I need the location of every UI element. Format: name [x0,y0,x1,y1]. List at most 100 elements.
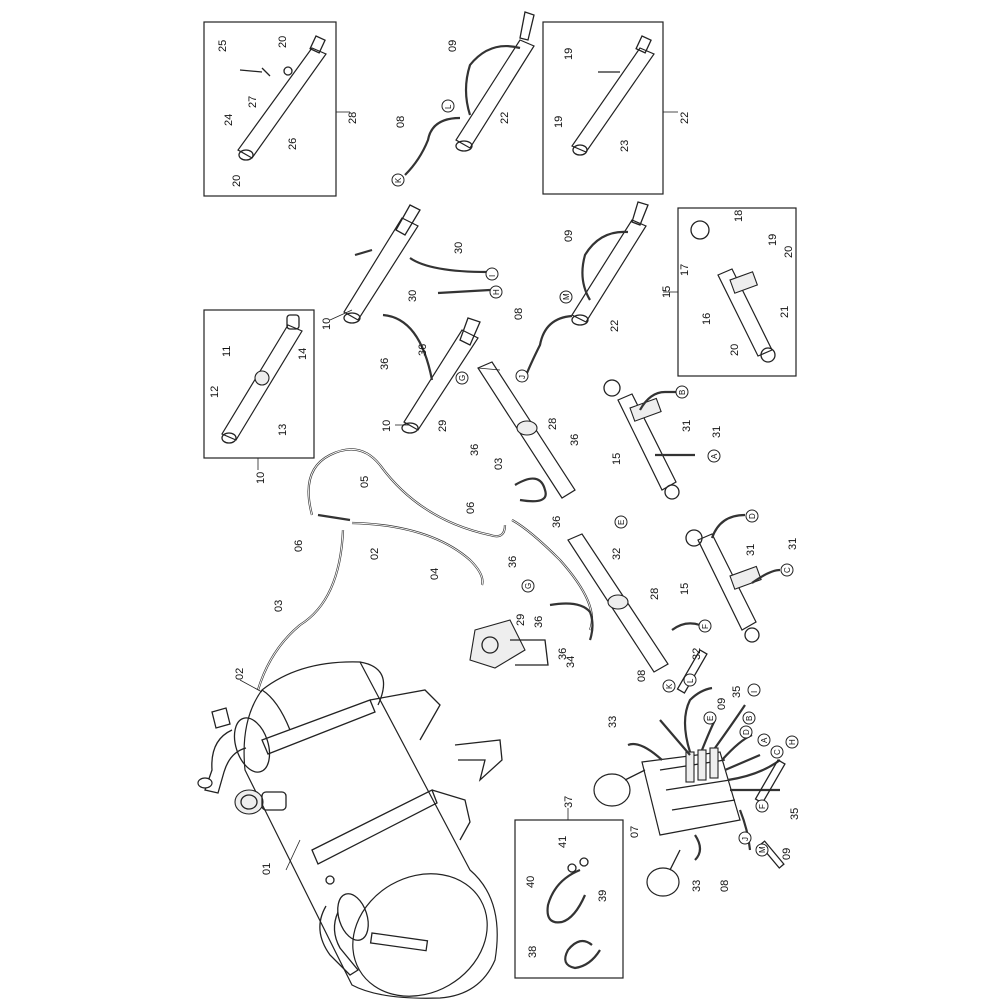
connector-F: F [755,799,769,813]
connector-B: B [742,711,756,725]
callout-08: 08 [513,308,525,320]
connector-D: D [745,509,759,523]
svg-text:D: D [748,513,757,519]
callout-36: 36 [417,344,429,356]
detail-28-inset [237,35,327,161]
svg-text:I: I [488,275,497,277]
connector-I: I [747,683,761,697]
callout-38: 38 [527,946,539,958]
callout-40: 40 [525,876,537,888]
callout-03: 03 [493,458,505,470]
detail-10-inset [221,314,303,444]
connector-E: E [614,515,628,529]
callout-04: 04 [429,568,441,580]
callout-13: 13 [277,424,289,436]
part-callouts: 01 02 02 03 03 04 05 06 06 07 08 08 08 0… [209,36,801,958]
svg-text:K: K [665,683,674,689]
svg-text:J: J [741,837,750,841]
svg-text:A: A [710,453,719,459]
callout-05: 05 [359,476,371,488]
callout-35: 35 [731,686,743,698]
control-valve [593,649,786,897]
svg-text:C: C [773,749,782,755]
connector-H: H [785,735,799,749]
callout-31: 31 [681,420,693,432]
callout-29: 29 [515,614,527,626]
callout-09: 09 [563,230,575,242]
callout-30: 30 [407,290,419,302]
detail-box-28 [203,21,337,197]
callout-23: 23 [619,140,631,152]
svg-text:K: K [394,177,403,183]
svg-text:H: H [492,289,501,295]
hose-set [256,448,594,691]
connector-J: J [738,831,752,845]
gear-pump [469,602,594,669]
callout-10: 10 [255,472,267,484]
connector-G: G [455,371,469,385]
svg-text:A: A [760,737,769,743]
callout-31: 31 [745,544,757,556]
callout-22: 22 [499,112,511,124]
callout-31: 31 [787,538,799,550]
cylinder-upper-pair [343,204,576,499]
detail-box-37 [514,819,624,979]
connector-L: L [683,673,697,687]
callout-22: 22 [609,320,621,332]
connector-J: J [515,369,529,383]
callout-11: 11 [221,346,233,357]
callout-36: 36 [379,358,391,370]
connector-D: D [739,725,753,739]
detail-22-inset [571,35,655,156]
callout-28: 28 [649,588,661,600]
callout-01: 01 [261,863,273,875]
svg-text:E: E [706,716,715,721]
callout-07: 07 [629,826,641,838]
callout-10: 10 [381,420,393,432]
svg-text:I: I [750,691,759,693]
callout-36: 36 [533,616,545,628]
callout-09: 09 [716,698,728,710]
callout-19: 19 [553,116,565,128]
callout-37: 37 [563,796,575,808]
callout-36: 36 [507,556,519,568]
callout-20: 20 [231,175,243,187]
callout-33: 33 [691,880,703,892]
connector-E: E [703,711,717,725]
hydraulic-tank [197,661,503,999]
callout-32: 32 [611,548,623,560]
callout-15: 15 [679,583,691,595]
connector-M: M [755,843,769,857]
callout-26: 26 [287,138,299,150]
callout-16: 16 [701,313,713,325]
connector-K: K [662,679,676,693]
callout-22: 22 [679,112,691,124]
svg-text:C: C [783,567,792,573]
callout-25: 25 [217,40,229,52]
callout-12: 12 [209,386,221,398]
callout-19: 19 [563,48,575,60]
connector-I: I [485,267,499,281]
callout-15: 15 [661,286,673,298]
callout-41: 41 [557,836,569,848]
callout-34: 34 [565,656,577,668]
callout-06: 06 [293,540,305,552]
connector-L: L [441,99,455,113]
svg-text:G: G [524,583,533,589]
callout-28: 28 [347,112,359,124]
callout-21: 21 [779,306,791,318]
callout-15: 15 [611,453,623,465]
svg-text:F: F [758,804,767,809]
cylinder-right-15 [603,379,695,500]
cylinder-lower-28 [567,533,701,673]
callout-36: 36 [557,648,569,660]
callout-08: 08 [719,880,731,892]
svg-text:G: G [458,375,467,381]
svg-text:E: E [617,520,626,525]
svg-text:L: L [444,104,453,109]
callout-20: 20 [277,36,289,48]
detail-box-10 [203,309,315,459]
svg-text:M: M [758,846,767,853]
svg-text:D: D [742,729,751,735]
